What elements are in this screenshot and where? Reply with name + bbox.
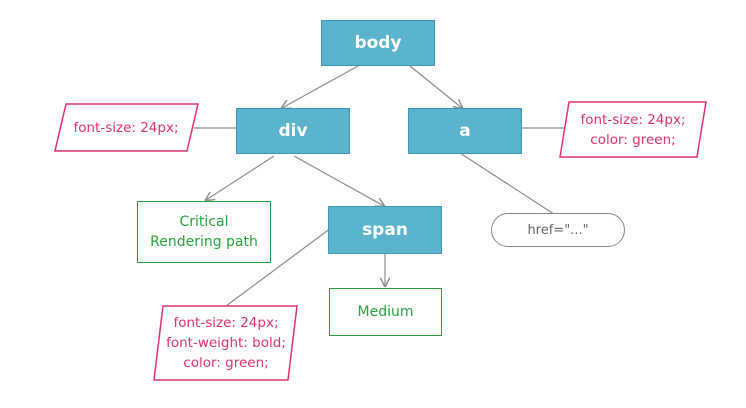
text-node-medium: Medium (329, 288, 442, 336)
node-a: a (408, 108, 522, 154)
style-span-line-3: color: green; (183, 355, 269, 371)
style-a-line-1: font-size: 24px; (580, 111, 686, 128)
text-node-critical-rendering-path: Critical Rendering path (137, 201, 271, 263)
style-text-div: font-size: 24px; (60, 104, 192, 151)
style-box-div (54, 103, 199, 152)
edge-div-critical (206, 155, 275, 200)
style-span-line-2: font-weight: bold; (166, 335, 286, 351)
edge-body-a (409, 65, 462, 108)
style-span-line-1: font-size: 24px; (173, 315, 279, 331)
edge-div-span (293, 155, 384, 206)
attribute-node-href: href="..." (491, 213, 625, 247)
node-body: body (321, 20, 435, 66)
style-a-line-2: color: green; (590, 131, 676, 148)
edge-body-div (282, 65, 359, 108)
style-div-line-1: font-size: 24px; (73, 119, 179, 136)
connector-a-attr (459, 152, 561, 219)
text-critical-line-1: Critical (179, 214, 229, 230)
style-box-a (559, 101, 707, 158)
style-text-a: font-size: 24px; color: green; (563, 102, 703, 157)
node-span: span (328, 206, 442, 254)
style-text-span: font-size: 24px; font-weight: bold; colo… (158, 306, 294, 380)
node-div: div (236, 108, 350, 154)
style-box-span (153, 305, 298, 381)
connector-span-style (225, 227, 332, 307)
text-critical-line-2: Rendering path (150, 234, 258, 250)
